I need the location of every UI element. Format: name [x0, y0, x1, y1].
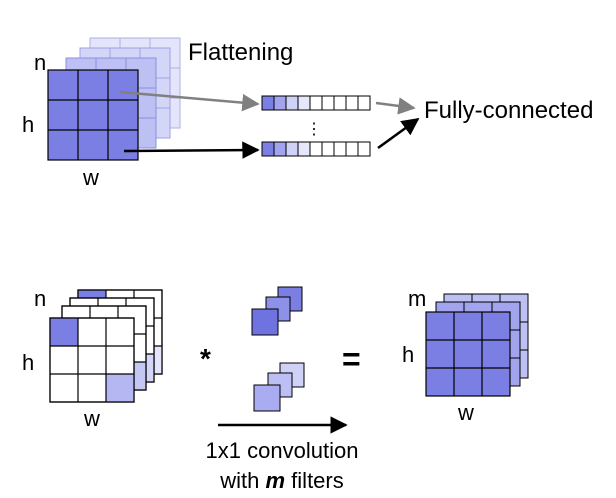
vector-2-cell-9 — [357, 141, 371, 157]
caption-pre: with — [219, 468, 265, 493]
output-map-front — [425, 311, 511, 397]
caption-post: filters — [285, 468, 344, 493]
filter-1-front — [251, 308, 279, 336]
label-w-output: w — [457, 400, 474, 425]
output-volume — [425, 293, 529, 397]
fully-connected-label: Fully-connected — [424, 97, 593, 124]
flattened-vector-2 — [261, 141, 371, 157]
vector-2-cell-4 — [297, 141, 311, 157]
vector-1-cell-2 — [273, 95, 287, 111]
conv-section: n h w * 1x1 convolution with m filters = — [22, 286, 529, 493]
convolution-operator: * — [200, 343, 211, 374]
label-w-top: w — [82, 165, 99, 190]
output-map-front-grid — [426, 312, 510, 396]
vector-1-cell-1 — [261, 95, 275, 111]
vector-1-cell-8 — [345, 95, 359, 111]
equals-sign: = — [342, 341, 361, 377]
vector-1-cell-7 — [333, 95, 347, 111]
flatten-arrow-gray — [119, 90, 260, 112]
feature-map-front — [47, 69, 139, 161]
flattening-section: Flattening n h w ⋮ — [22, 37, 593, 190]
filter-2-front — [253, 384, 281, 412]
vector-2-cell-3 — [285, 141, 299, 157]
feature-map-front-grid — [48, 70, 138, 160]
label-h-output: h — [402, 342, 414, 367]
vector-2-cell-6 — [321, 141, 335, 157]
vector-1-cell-6 — [321, 95, 335, 111]
label-h-bottom: h — [22, 350, 34, 375]
filter-stack-1 — [251, 286, 303, 336]
vector-2-cell-2 — [273, 141, 287, 157]
flatten-arrow-black — [123, 141, 260, 159]
input-volume-top — [47, 37, 181, 161]
conv-caption-line1: 1x1 convolution — [206, 438, 359, 463]
vector-1-cell-4 — [297, 95, 311, 111]
vector-2-cell-7 — [333, 141, 347, 157]
vector-ellipsis: ⋮ — [306, 121, 322, 138]
vector-1-cell-5 — [309, 95, 323, 111]
label-n-bottom: n — [34, 286, 46, 311]
conv-caption-line2: with m filters — [219, 468, 344, 493]
flattened-vector-1 — [261, 95, 371, 111]
label-h-top: h — [22, 112, 34, 137]
vector-1-cell-9 — [357, 95, 371, 111]
label-m-output: m — [408, 286, 426, 311]
label-n-top: n — [34, 50, 46, 75]
fc-arrow-black — [377, 117, 420, 150]
fc-arrow-gray — [375, 97, 416, 115]
flatten-title: Flattening — [188, 39, 293, 66]
filter-stack-2 — [253, 362, 305, 412]
conv-map-front-lastcell — [106, 374, 134, 402]
vector-2-cell-1 — [261, 141, 275, 157]
input-volume-bottom — [49, 289, 163, 403]
caption-var-m: m — [266, 468, 286, 493]
conv-map-front-grid — [49, 317, 135, 403]
vector-2-cell-8 — [345, 141, 359, 157]
vector-1-cell-3 — [285, 95, 299, 111]
label-w-bottom: w — [83, 406, 100, 431]
conv-map-front-firstcell — [50, 318, 78, 346]
vector-2-cell-5 — [309, 141, 323, 157]
